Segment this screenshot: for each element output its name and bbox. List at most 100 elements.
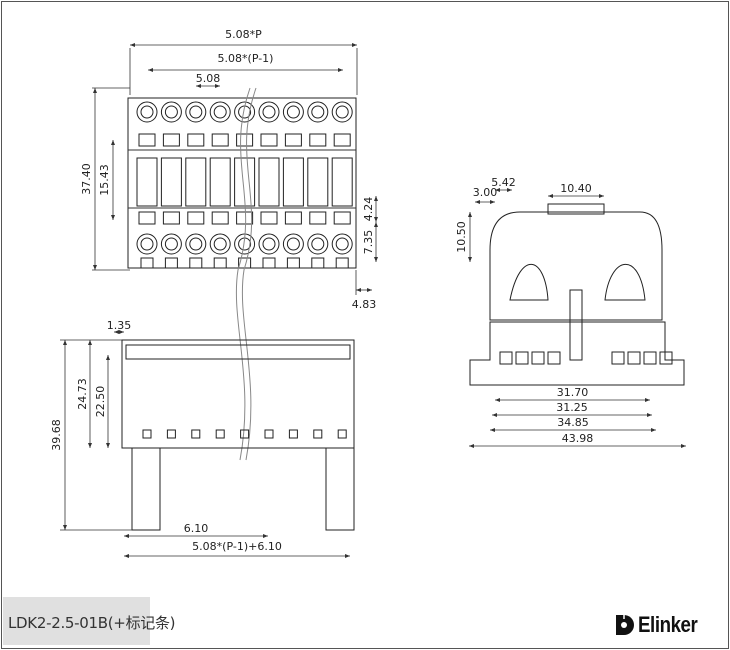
wire-entry-bottom [282,233,304,255]
foot-tab [140,257,154,269]
wire-entry-inner [164,105,178,119]
wire-entry-inner [189,237,203,251]
test-port [166,429,176,439]
dimension-label: 3.00 [473,186,498,199]
foot-tab [262,257,276,269]
wire-entry-bottom [185,233,207,255]
dimension-label: 34.85 [557,416,589,429]
release-slot [333,211,351,225]
rib-cell [547,351,561,365]
marker-window [234,157,256,207]
dimension-arrow [651,428,656,432]
spring-clamp-left [509,263,549,301]
dimension-label: 10.40 [560,182,592,195]
dimension-label: 5.08 [196,72,221,85]
dimension-arrow [469,444,474,448]
brand-name: Elinker [638,612,698,637]
dimension-label: 5.08*P [225,28,262,41]
dimension-label: 1.35 [107,319,132,332]
dimension-arrow [495,398,500,402]
dimension-arrow [475,200,480,204]
test-port [337,429,347,439]
dimension-label: 31.70 [557,386,589,399]
wire-entry-inner [262,237,276,251]
dimension-label: 10.50 [455,221,468,253]
wire-entry-top [307,101,329,123]
dimension-arrow [468,212,472,217]
release-slot [260,211,278,225]
rib-cell [643,351,657,365]
rib-cell [659,351,673,365]
wire-entry-top [136,101,158,123]
wire-entry-inner [262,105,276,119]
test-port [264,429,274,439]
dimension-arrow [374,222,378,227]
spring-clamp-right [604,263,646,301]
end-view-housing [489,211,663,321]
marker-window [136,157,158,207]
dimension-arrow [374,257,378,262]
dimension-label: 5.08*(P-1)+6.10 [192,540,282,553]
dimension-arrow [548,194,553,198]
foot-tab [286,257,300,269]
dimension-arrow [111,140,115,145]
dimension-arrow [367,288,372,292]
foot-tab [189,257,203,269]
wire-entry-bottom [136,233,158,255]
dimension-arrow [356,288,361,292]
dimension-arrow [647,413,652,417]
dimension-arrow [88,340,92,345]
wire-entry-inner [335,237,349,251]
wire-entry-top [234,101,256,123]
release-slot [236,211,254,225]
dimension-arrow [681,444,686,448]
marker-window [209,157,231,207]
end-view-top-cap [547,203,605,215]
din-foot-right [325,447,355,531]
wire-entry-inner [311,237,325,251]
dimension-arrow [374,196,378,201]
foot-tab [213,257,227,269]
release-slot [211,133,229,147]
dimension-arrow [88,443,92,448]
dimension-arrow [507,188,512,192]
rib-cell [611,351,625,365]
dimension-arrow [106,355,110,360]
wire-entry-inner [140,237,154,251]
dimension-arrow [124,554,129,558]
dimension-arrow [63,340,67,345]
wire-entry-top [282,101,304,123]
foot-tab [335,257,349,269]
dimension-label: 4.83 [352,298,377,311]
wire-entry-top [331,101,353,123]
marker-window [160,157,182,207]
dimension-arrow [124,534,129,538]
release-slot [138,133,156,147]
release-slot [211,211,229,225]
release-slot [187,211,205,225]
wire-entry-inner [335,105,349,119]
marker-window [282,157,304,207]
side-view-top-rail [125,344,351,360]
dimension-label: 4.24 [362,197,375,222]
end-view-din-foot [469,321,685,386]
release-slot [309,211,327,225]
dimension-label: 7.35 [362,230,375,255]
wire-entry-inner [164,237,178,251]
wire-entry-inner [213,105,227,119]
rib-cell [499,351,513,365]
dimension-arrow [63,525,67,530]
dimension-arrow [263,534,268,538]
dimension-label: 6.10 [184,522,209,535]
release-slot [260,133,278,147]
model-label-box [3,597,150,645]
dimension-arrow [114,330,119,334]
foot-tab [311,257,325,269]
release-slot [284,133,302,147]
model-number: LDK2-2.5-01B(+标记条) [8,614,176,632]
release-slot [162,211,180,225]
wire-entry-bottom [160,233,182,255]
dimension-label: 5.42 [491,176,516,189]
